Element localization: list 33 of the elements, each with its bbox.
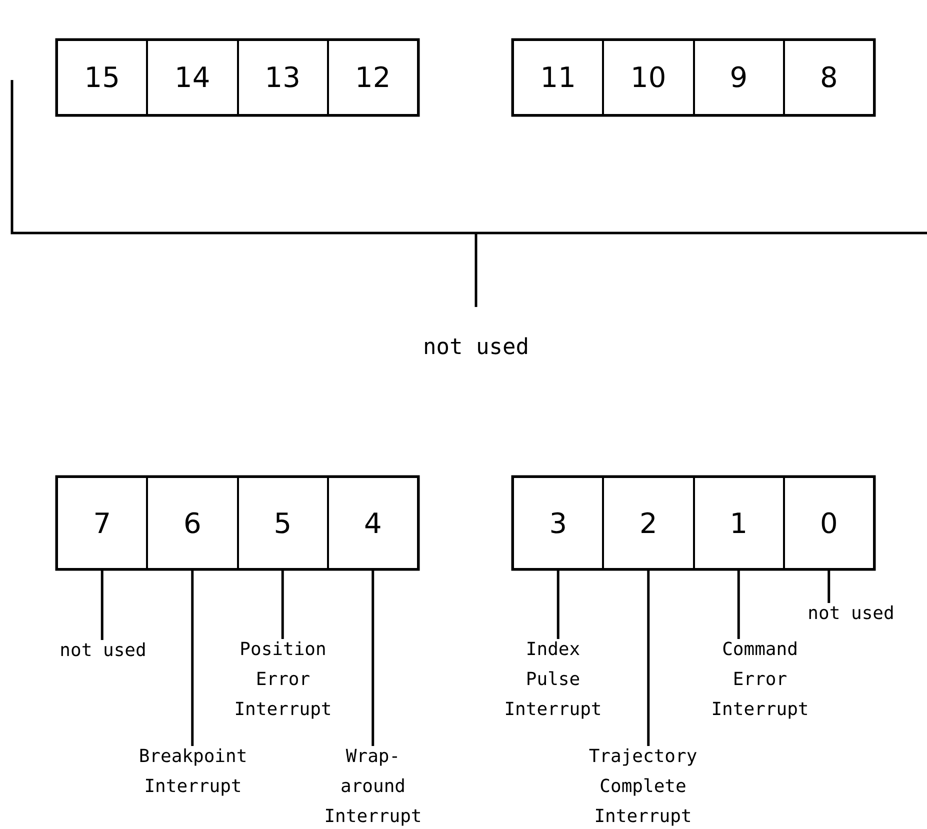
bit-label: Breakpoint Interrupt [128, 742, 258, 802]
bit-label: not used [796, 599, 906, 629]
leader-line [556, 569, 560, 639]
bit-cell: 13 [238, 40, 328, 115]
bit-cell: 2 [603, 477, 694, 569]
bit-label: Position Error Interrupt [223, 635, 343, 725]
bit-cell: 4 [328, 477, 418, 569]
bit-cell: 0 [784, 477, 874, 569]
bit-label: Command Error Interrupt [700, 635, 820, 725]
bit-cell: 9 [694, 40, 784, 115]
bit-cell: 10 [603, 40, 694, 115]
bit-cell: 3 [513, 477, 604, 569]
bit-cell: 11 [513, 40, 604, 115]
leader-line [191, 569, 194, 746]
bit-label: Trajectory Complete Interrupt [578, 742, 708, 829]
leader-line [372, 569, 374, 746]
bit-cell: 8 [784, 40, 874, 115]
leader-line [100, 569, 104, 640]
bit-cell: 7 [57, 477, 148, 569]
leader-line [281, 569, 284, 639]
bit-label: Index Pulse Interrupt [503, 635, 603, 725]
leader-line [647, 569, 650, 746]
leader-line [737, 569, 740, 639]
bit-label: not used [43, 636, 163, 666]
bit-label: Wrap-around Interrupt [323, 742, 423, 829]
bit-cell: 14 [147, 40, 238, 115]
bit-cell: 12 [328, 40, 418, 115]
bit-cell: 15 [57, 40, 148, 115]
field-label: not used [422, 334, 530, 362]
bit-cell: 5 [238, 477, 328, 569]
bit-cell: 6 [147, 477, 238, 569]
leader-line [828, 569, 830, 603]
bit-cell: 1 [694, 477, 784, 569]
